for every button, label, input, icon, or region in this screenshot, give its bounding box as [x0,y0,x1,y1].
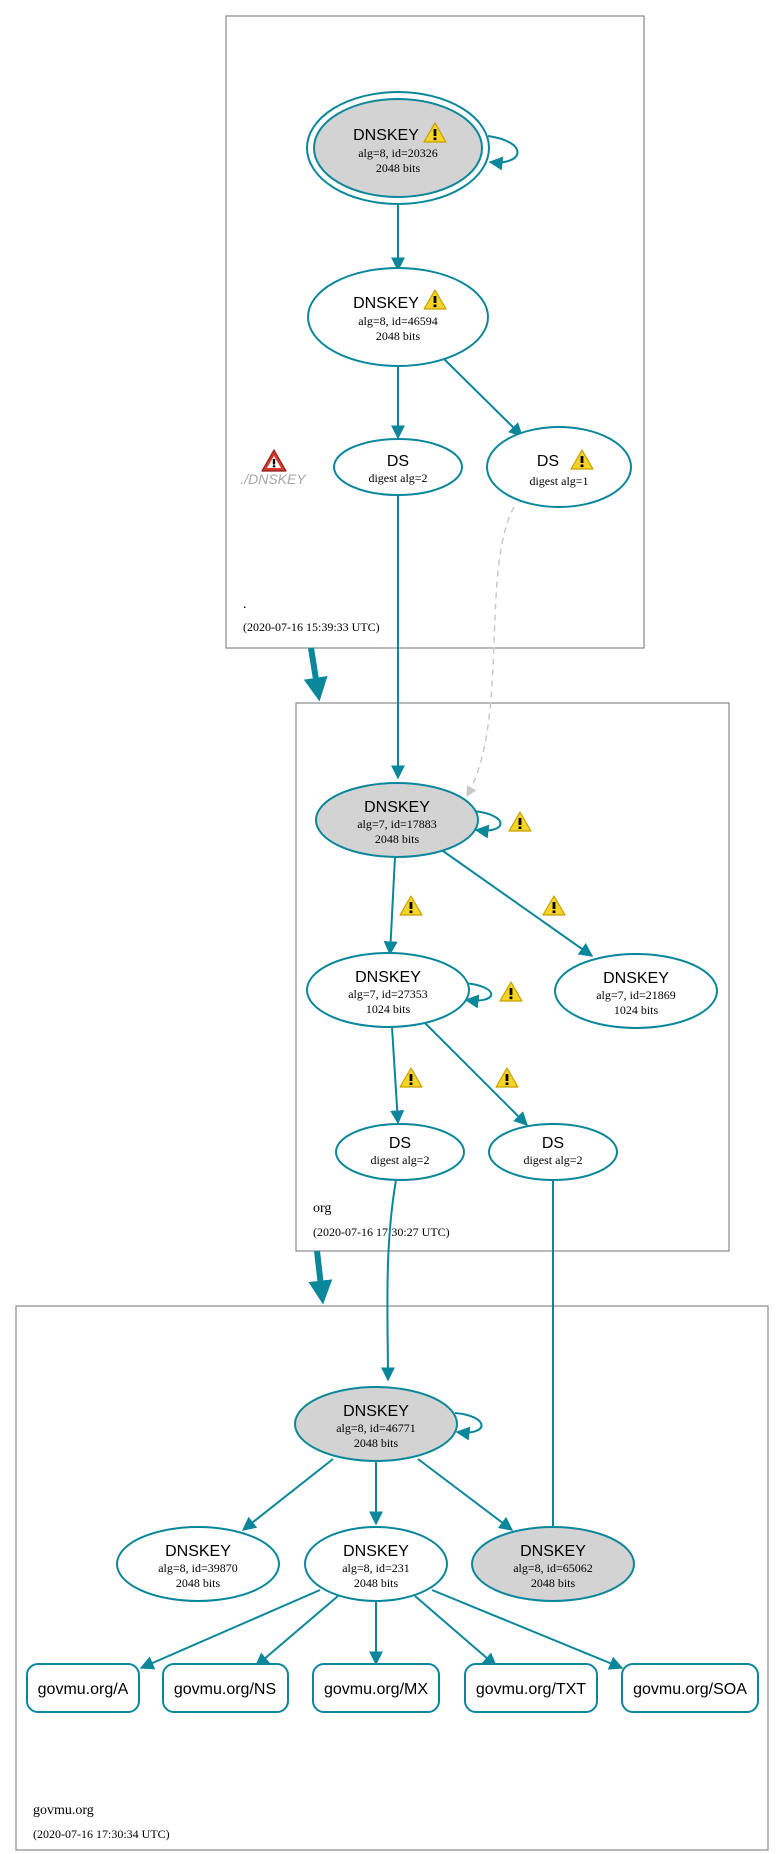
org-zsk-a-node[interactable]: DNSKEY alg=7, id=27353 1024 bits [306,952,470,1028]
root-zsk-detail: alg=8, id=46594 [358,314,438,328]
govmu-ksk-title: DNSKEY [343,1403,409,1420]
delegation-edge-root-org [303,647,328,702]
root-ds-b-title: DS [537,453,559,470]
zone-root-name: . [243,597,247,612]
root-zsk-node[interactable]: DNSKEY alg=8, id=46594 2048 bits [307,267,489,367]
root-zsk-size: 2048 bits [376,329,421,343]
org-ksk-node[interactable]: DNSKEY alg=7, id=17883 2048 bits [315,782,479,858]
org-zsk-a-detail: alg=7, id=27353 [348,987,428,1001]
zone-govmu-timestamp: (2020-07-16 17:30:34 UTC) [33,1827,170,1841]
root-ds-a-title: DS [387,453,409,470]
edge-govmu-ksk-key-c [417,1458,514,1531]
edge-govmu-key-b-rr-soa [431,1589,624,1670]
zone-org-name: org [313,1201,331,1216]
root-ksk-node[interactable]: DNSKEY alg=8, id=20326 2048 bits [306,91,490,205]
org-ds-a-node[interactable]: DS digest alg=2 [335,1123,465,1181]
root-ds-a-node[interactable]: DS digest alg=2 [333,438,463,496]
rr-node-ns[interactable]: govmu.org/NS [162,1663,289,1713]
org-zsk-b-node[interactable]: DNSKEY alg=7, id=21869 1024 bits [554,953,718,1029]
org-ds-b-title: DS [542,1135,564,1152]
govmu-key-c-size: 2048 bits [531,1576,576,1590]
govmu-ksk-size: 2048 bits [354,1436,399,1450]
root-ksk-size: 2048 bits [376,161,421,175]
rr-label-a: govmu.org/A [38,1681,129,1698]
root-ksk-detail: alg=8, id=20326 [358,146,438,160]
rr-node-soa[interactable]: govmu.org/SOA [621,1663,759,1713]
edge-root-ksk-self [487,135,519,171]
edge-org-zsk-a-ds-a [390,1026,405,1125]
edge-govmu-key-b-rr-txt [414,1595,498,1667]
govmu-key-c-detail: alg=8, id=65062 [513,1561,593,1575]
govmu-key-c-title: DNSKEY [520,1543,586,1560]
edge-govmu-key-b-rr-ns [254,1595,339,1667]
rr-label-mx: govmu.org/MX [324,1681,428,1698]
edge-root-zsk-ds-b [442,357,523,437]
edge-govmu-key-b-rr-a [139,1589,321,1670]
org-zsk-a-title: DNSKEY [355,969,421,986]
edge-org-ksk-self [473,810,502,839]
root-ksk-title: DNSKEY [353,127,419,144]
delegation-edge-org-govmu [308,1250,333,1305]
edge-govmu-ksk-key-a [241,1458,334,1531]
govmu-key-a-node[interactable]: DNSKEY alg=8, id=39870 2048 bits [116,1526,280,1602]
zone-org-timestamp: (2020-07-16 17:30:27 UTC) [313,1225,450,1239]
rr-label-soa: govmu.org/SOA [633,1681,747,1698]
org-zsk-b-size: 1024 bits [614,1003,659,1017]
org-zsk-b-detail: alg=7, id=21869 [596,988,676,1002]
govmu-key-c-node[interactable]: DNSKEY alg=8, id=65062 2048 bits [471,1526,635,1602]
root-ds-b-detail: digest alg=1 [529,474,588,488]
govmu-ksk-detail: alg=8, id=46771 [336,1421,416,1435]
org-zsk-b-title: DNSKEY [603,970,669,987]
rr-node-a[interactable]: govmu.org/A [26,1663,140,1713]
govmu-key-a-size: 2048 bits [176,1576,221,1590]
govmu-key-a-detail: alg=8, id=39870 [158,1561,238,1575]
root-ds-b-node[interactable]: DS digest alg=1 [486,426,632,508]
edge-govmu-ksk-self [454,1412,483,1441]
rr-node-mx[interactable]: govmu.org/MX [312,1663,440,1713]
zone-govmu-name: govmu.org [33,1803,94,1818]
root-missing-dnskey: ./DNSKEY [240,449,307,487]
rr-label-txt: govmu.org/TXT [476,1681,586,1698]
root-zsk-title: DNSKEY [353,295,419,312]
govmu-key-b-node[interactable]: DNSKEY alg=8, id=231 2048 bits [304,1526,448,1602]
org-ds-a-detail: digest alg=2 [370,1153,429,1167]
rr-label-ns: govmu.org/NS [174,1681,276,1698]
org-ds-b-node[interactable]: DS digest alg=2 [488,1123,618,1181]
edge-org-ksk-zsk-a [383,856,398,956]
org-ksk-size: 2048 bits [375,832,420,846]
zone-root-timestamp: (2020-07-16 15:39:33 UTC) [243,620,380,634]
edges [139,135,624,1670]
org-ksk-detail: alg=7, id=17883 [357,817,437,831]
org-ds-a-title: DS [389,1135,411,1152]
root-ds-a-detail: digest alg=2 [368,471,427,485]
root-missing-dnskey-label: ./DNSKEY [240,471,307,487]
edge-org-zsk-a-self [463,982,493,1009]
govmu-key-b-title: DNSKEY [343,1543,409,1560]
org-zsk-a-size: 1024 bits [366,1002,411,1016]
rr-node-txt[interactable]: govmu.org/TXT [464,1663,598,1713]
govmu-key-a-title: DNSKEY [165,1543,231,1560]
govmu-key-b-size: 2048 bits [354,1576,399,1590]
edge-org-ds-a-govmu-ksk [380,1179,397,1382]
govmu-key-b-detail: alg=8, id=231 [342,1561,410,1575]
edge-org-zsk-a-ds-b [424,1022,528,1126]
edge-org-ksk-zsk-b [442,850,594,957]
org-ksk-title: DNSKEY [364,799,430,816]
govmu-ksk-node[interactable]: DNSKEY alg=8, id=46771 2048 bits [294,1386,458,1462]
org-ds-b-detail: digest alg=2 [523,1153,582,1167]
